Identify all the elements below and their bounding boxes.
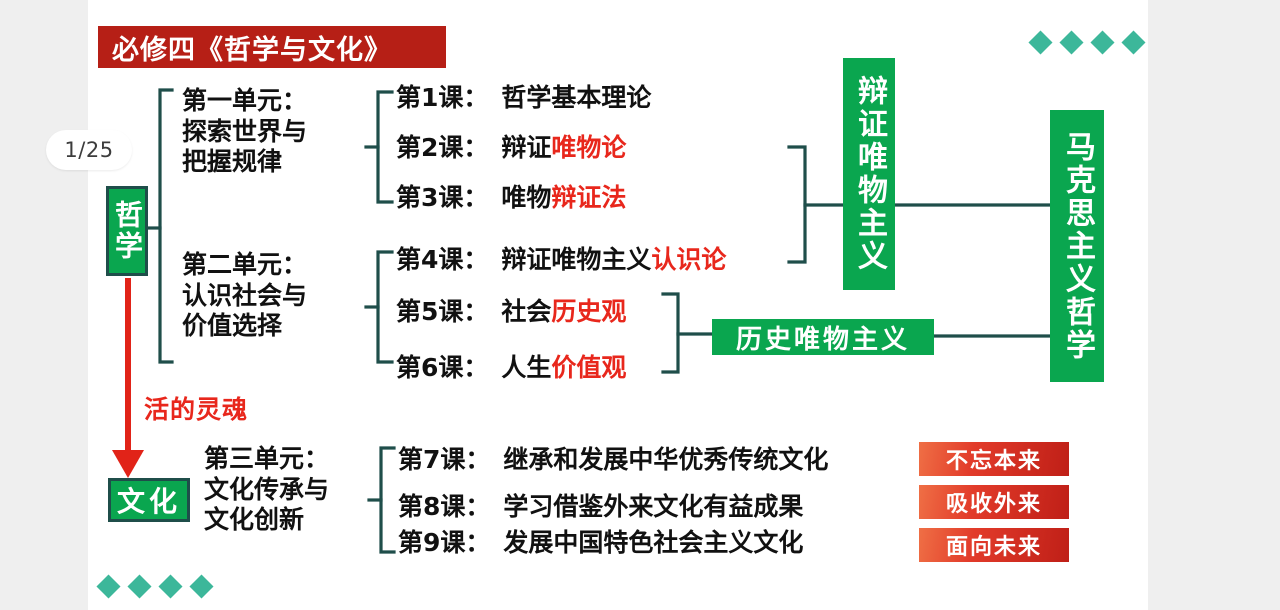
diamond-icon (1121, 30, 1146, 55)
diamond-icon (158, 574, 183, 599)
node-philosophy-label: 哲学 (111, 200, 144, 262)
lesson-title-highlight: 认识论 (651, 245, 727, 274)
lesson-title-highlight: 价值观 (551, 353, 627, 382)
lesson-title: 辩证唯物主义 (501, 245, 652, 274)
lesson-row[interactable]: 第3课： 唯物辩证法 (396, 178, 626, 214)
culture-tag[interactable]: 不忘本来 (919, 442, 1069, 476)
lesson-number: 第6课： (396, 353, 489, 382)
lesson-title-highlight: 辩证法 (551, 183, 627, 212)
lesson-title: 哲学基本理论 (501, 83, 652, 112)
diamond-icon (1059, 30, 1084, 55)
lesson-row[interactable]: 第9课： 发展中国特色社会主义文化 (398, 523, 803, 559)
node-dialectical-materialism[interactable]: 辩证唯物主义 (843, 58, 895, 290)
lesson-row[interactable]: 第5课： 社会历史观 (396, 292, 626, 328)
node-historical-materialism[interactable]: 历史唯物主义 (712, 319, 934, 355)
lesson-number: 第9课： (398, 528, 491, 557)
lesson-title: 人生 (501, 353, 552, 382)
soul-link-label: 活的灵魂 (144, 395, 249, 424)
node-culture-label: 文化 (116, 485, 181, 518)
diamond-decoration-top-right (1028, 30, 1146, 55)
node-marxist-philosophy[interactable]: 马克思主义哲学 (1050, 110, 1104, 382)
lesson-row[interactable]: 第1课： 哲学基本理论 (396, 78, 651, 114)
diamond-icon (1028, 30, 1053, 55)
unit-block-1: 第一单元： 探索世界与 把握规律 (182, 86, 308, 176)
diamond-icon (96, 574, 121, 599)
unit-block-2: 第二单元： 认识社会与 价值选择 (182, 250, 308, 340)
culture-tag[interactable]: 面向未来 (919, 528, 1069, 562)
lesson-number: 第1课： (396, 83, 489, 112)
lesson-row[interactable]: 第8课： 学习借鉴外来文化有益成果 (398, 487, 803, 523)
node-marxist-philosophy-label: 马克思主义哲学 (1060, 130, 1095, 362)
lesson-title-highlight: 唯物论 (551, 133, 627, 162)
lesson-title: 唯物 (501, 183, 552, 212)
node-dialectical-materialism-label: 辩证唯物主义 (852, 75, 887, 273)
lesson-title: 继承和发展中华优秀传统文化 (503, 445, 829, 474)
lesson-title-highlight: 历史观 (551, 297, 627, 326)
page-indicator[interactable]: 1/25 (46, 130, 132, 170)
diamond-icon (127, 574, 152, 599)
diamond-icon (1090, 30, 1115, 55)
culture-tag[interactable]: 吸收外来 (919, 485, 1069, 519)
lesson-number: 第7课： (398, 445, 491, 474)
lesson-title: 社会 (501, 297, 552, 326)
lesson-row[interactable]: 第2课： 辩证唯物论 (396, 128, 626, 164)
lesson-number: 第4课： (396, 245, 489, 274)
page-indicator-label: 1/25 (64, 138, 114, 162)
lesson-number: 第5课： (396, 297, 489, 326)
node-historical-materialism-label: 历史唯物主义 (735, 324, 910, 355)
node-culture[interactable]: 文化 (108, 478, 190, 522)
lesson-row[interactable]: 第7课： 继承和发展中华优秀传统文化 (398, 440, 828, 476)
lesson-row[interactable]: 第4课： 辩证唯物主义认识论 (396, 240, 726, 276)
lesson-title: 学习借鉴外来文化有益成果 (503, 492, 804, 521)
lesson-number: 第3课： (396, 183, 489, 212)
diamond-decoration-bottom-left (96, 574, 214, 599)
unit-block-3: 第三单元： 文化传承与 文化创新 (204, 444, 330, 534)
diamond-icon (189, 574, 214, 599)
slide-title-banner: 必修四《哲学与文化》 (98, 26, 446, 68)
lesson-number: 第2课： (396, 133, 489, 162)
lesson-number: 第8课： (398, 492, 491, 521)
lesson-title: 辩证 (501, 133, 552, 162)
node-philosophy[interactable]: 哲学 (106, 186, 148, 276)
page-title: 必修四《哲学与文化》 (112, 34, 392, 66)
lesson-title: 发展中国特色社会主义文化 (503, 528, 804, 557)
lesson-row[interactable]: 第6课： 人生价值观 (396, 348, 626, 384)
